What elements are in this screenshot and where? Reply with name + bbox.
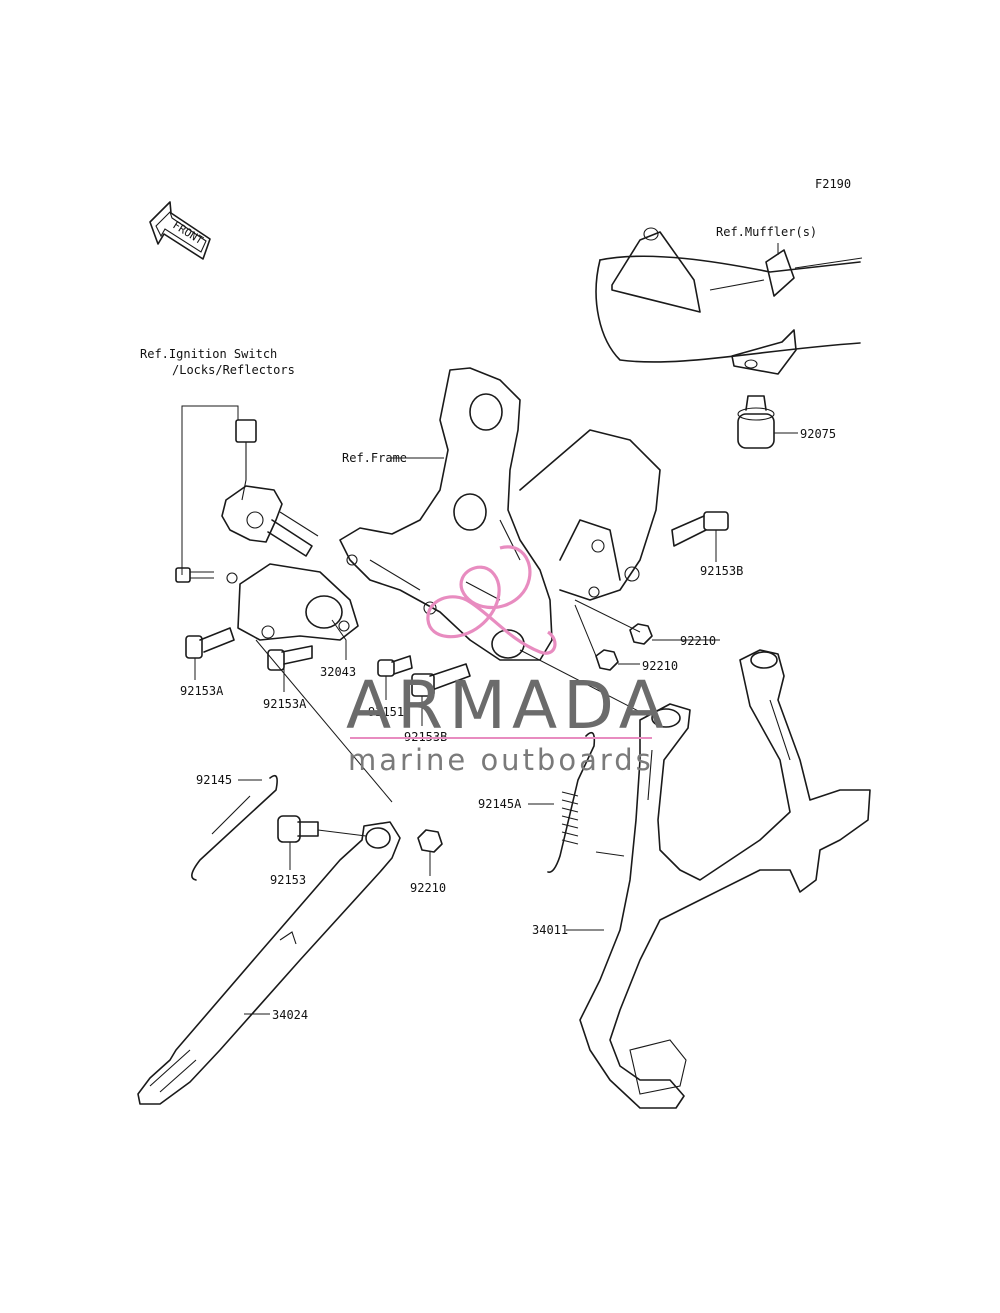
part-92075-grommet: 92075 [737, 395, 836, 449]
leader-frame-to-centerstand [519, 649, 645, 715]
ref-muffler-label: Ref.Muffler(s) [716, 225, 817, 239]
part-92145A-spring: 92145A [478, 731, 596, 873]
frame-reference: Ref.Frame [339, 367, 661, 661]
part-92153-pivot-bolt: 92153 [270, 815, 367, 887]
ignition-switch-reference: Ref.Ignition Switch /Locks/Reflectors [140, 347, 319, 575]
label-32043: 32043 [320, 665, 356, 679]
armada-watermark: ARMADA marine outboards [346, 545, 670, 777]
part-34024-side-stand: 34024 [137, 821, 401, 1105]
label-92153B-top: 92153B [700, 564, 743, 578]
watermark-brand: ARMADA [346, 667, 670, 744]
ref-ignition-label-2: /Locks/Reflectors [172, 363, 295, 377]
label-34011: 34011 [532, 923, 568, 937]
label-92145A: 92145A [478, 797, 522, 811]
muffler-reference: Ref.Muffler(s) [595, 225, 863, 375]
part-32043-bracket: 32043 [226, 563, 359, 679]
label-92210-c: 92210 [410, 881, 446, 895]
part-92153B-upper-bolt: 92153B [671, 511, 743, 578]
ref-frame-label: Ref.Frame [342, 451, 407, 465]
ref-ignition-label-1: Ref.Ignition Switch [140, 347, 277, 361]
part-92145-spring: 92145 [191, 773, 278, 881]
watermark-tagline: marine outboards [348, 743, 654, 777]
part-ignition-bolt [175, 567, 214, 583]
part-92153A-mid-bolt: 92153A [263, 645, 313, 711]
label-34024: 34024 [272, 1008, 308, 1022]
front-arrow-icon: FRONT [149, 201, 211, 260]
part-92210-nuts: 92210 92210 [574, 599, 720, 673]
part-92210-lower-nut: 92210 [410, 829, 446, 895]
figure-code: F2190 [815, 177, 851, 191]
leader-bracket-to-stand [255, 639, 393, 803]
label-92153A-left: 92153A [180, 684, 224, 698]
part-34011-center-stand: 34011 [532, 649, 871, 1109]
label-92210-a: 92210 [680, 634, 716, 648]
armada-logo-icon [426, 545, 557, 655]
part-92153A-left-bolt: 92153A [180, 627, 235, 698]
front-arrow-label: FRONT [170, 219, 205, 248]
label-92075: 92075 [800, 427, 836, 441]
part-92151-bolt: 92151 [368, 655, 413, 719]
label-92153A-mid: 92153A [263, 697, 307, 711]
label-92210-b: 92210 [642, 659, 678, 673]
label-92153: 92153 [270, 873, 306, 887]
label-92151: 92151 [368, 705, 404, 719]
label-92145: 92145 [196, 773, 232, 787]
